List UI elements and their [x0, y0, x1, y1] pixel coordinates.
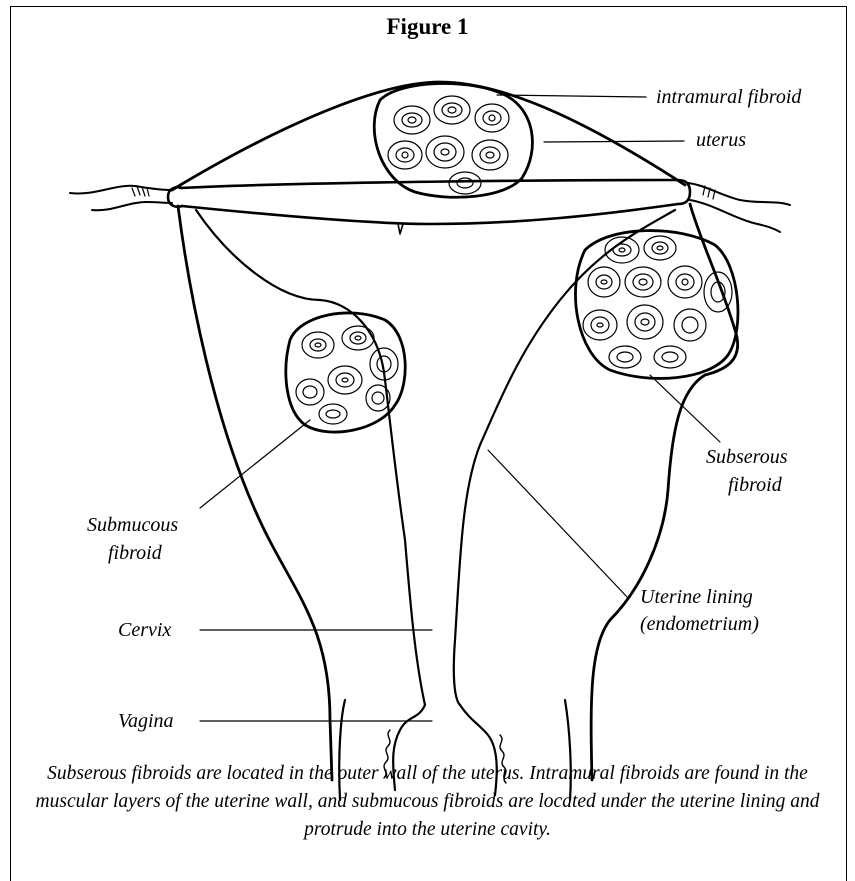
uterus-right-outer-wall	[591, 204, 738, 780]
label-submucous-line1: Submucous	[87, 512, 178, 538]
label-uterine-lining-line2: (endometrium)	[640, 611, 759, 637]
submucous-fibroid-mass	[286, 313, 405, 432]
right-fallopian-tube	[688, 183, 790, 232]
label-intramural-fibroid: intramural fibroid	[656, 84, 801, 110]
leader-submucous	[200, 420, 310, 508]
leader-lining	[488, 450, 628, 598]
uterine-cavity-top	[180, 180, 678, 188]
lining-left	[196, 210, 425, 705]
label-uterus: uterus	[696, 127, 746, 153]
label-subserous-line2: fibroid	[728, 472, 782, 498]
subserous-fibroid-mass	[575, 231, 737, 379]
uterus-left-outer-wall	[178, 206, 332, 780]
label-subserous-line1: Subserous	[706, 444, 787, 470]
label-uterine-lining-line1: Uterine lining	[640, 584, 753, 610]
uterine-cavity-bottom	[182, 204, 678, 224]
label-cervix: Cervix	[118, 617, 171, 643]
label-vagina: Vagina	[118, 708, 174, 734]
label-submucous-line2: fibroid	[108, 540, 162, 566]
left-fallopian-tube	[70, 186, 172, 210]
leader-subserous	[650, 375, 720, 442]
figure-caption: Subserous fibroids are located in the ou…	[20, 760, 835, 844]
leader-uterus	[544, 141, 684, 142]
uterus-fundus	[172, 82, 685, 190]
